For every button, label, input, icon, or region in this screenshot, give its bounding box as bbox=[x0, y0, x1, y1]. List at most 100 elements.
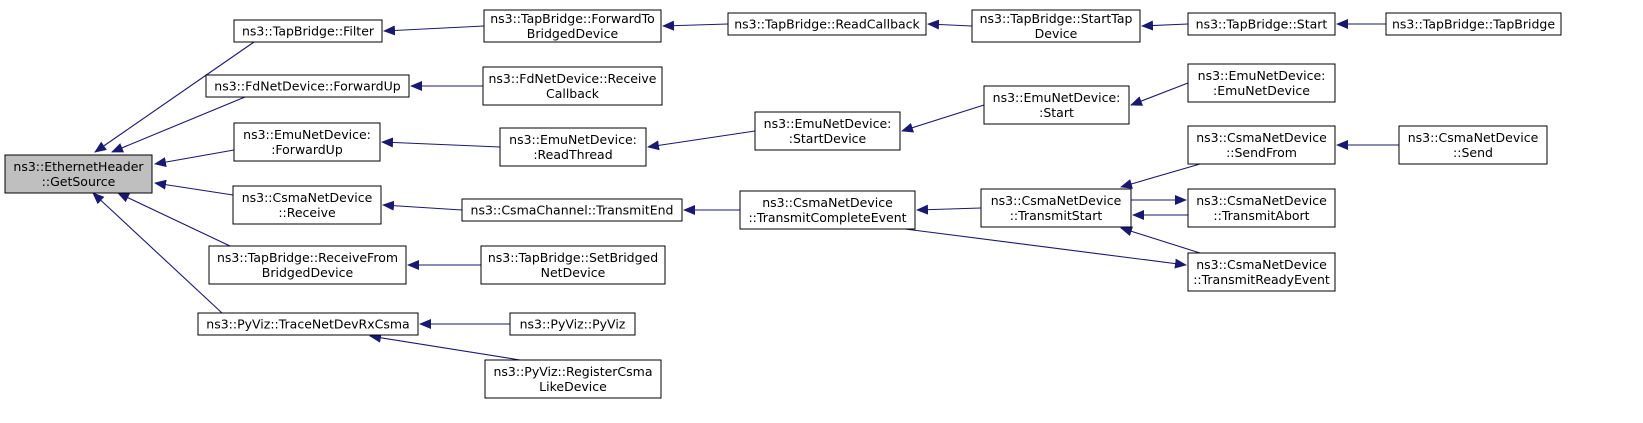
edge-emu-fwdup-to-root bbox=[154, 149, 235, 168]
edge-py-trace-to-root bbox=[92, 192, 223, 314]
node-csma-tce[interactable]: ns3::CsmaNetDevice::TransmitCompleteEven… bbox=[739, 190, 916, 230]
node-emu-startdev[interactable]: ns3::EmuNetDevice::StartDevice bbox=[754, 111, 901, 151]
node-label: ::TransmitStart bbox=[1010, 208, 1103, 223]
node-label: ns3::TapBridge::TapBridge bbox=[1392, 17, 1555, 32]
node-tb-ctor[interactable]: ns3::TapBridge::TapBridge bbox=[1385, 12, 1562, 36]
node-box bbox=[205, 74, 410, 98]
edge-emu-start-to-emu-startdev bbox=[901, 104, 985, 133]
node-label: ::Send bbox=[1453, 145, 1493, 160]
node-label: ns3::PyViz::TraceNetDevRxCsma bbox=[206, 317, 409, 332]
node-py-trace[interactable]: ns3::PyViz::TraceNetDevRxCsma bbox=[197, 312, 419, 336]
edge-emu-startdev-to-emu-read bbox=[647, 130, 756, 151]
node-label: ::TransmitReadyEvent bbox=[1193, 272, 1330, 287]
node-csma-ready[interactable]: ns3::CsmaNetDevice::TransmitReadyEvent bbox=[1187, 252, 1336, 292]
node-box bbox=[233, 19, 383, 43]
node-box bbox=[197, 312, 419, 336]
node-box bbox=[1398, 125, 1548, 165]
edge-csma-recv-to-root bbox=[154, 179, 234, 196]
node-box bbox=[1187, 188, 1336, 228]
node-emu-ctor[interactable]: ns3::EmuNetDevice::EmuNetDevice bbox=[1187, 63, 1336, 103]
edge-tb-start-to-tb-starttap bbox=[1141, 20, 1189, 31]
node-csma-abort[interactable]: ns3::CsmaNetDevice::TransmitAbort bbox=[1187, 188, 1336, 228]
node-box bbox=[980, 188, 1132, 228]
node-label: ns3::TapBridge::ForwardTo bbox=[490, 11, 655, 26]
node-tb-filter[interactable]: ns3::TapBridge::Filter bbox=[233, 19, 383, 43]
node-box bbox=[971, 9, 1141, 43]
node-box bbox=[461, 198, 683, 222]
node-label: ns3::EmuNetDevice: bbox=[509, 132, 637, 147]
node-box bbox=[482, 66, 663, 106]
edge-csma-tce-to-csma-ready bbox=[904, 228, 1187, 269]
node-emu-start[interactable]: ns3::EmuNetDevice::Start bbox=[983, 85, 1130, 125]
node-label: :StartDevice bbox=[789, 131, 867, 146]
node-label: ns3::CsmaNetDevice bbox=[1196, 193, 1327, 208]
function-nodes: ns3::EthernetHeader::GetSourcens3::TapBr… bbox=[4, 9, 1562, 399]
node-box bbox=[208, 245, 407, 285]
node-label: ns3::EmuNetDevice: bbox=[993, 90, 1121, 105]
node-label: ns3::EmuNetDevice: bbox=[1198, 68, 1326, 83]
node-label: ::TransmitAbort bbox=[1213, 208, 1309, 223]
node-box bbox=[739, 190, 916, 230]
node-tb-readcb[interactable]: ns3::TapBridge::ReadCallback bbox=[727, 12, 927, 36]
node-label: ns3::TapBridge::Filter bbox=[242, 24, 375, 39]
node-box bbox=[727, 12, 927, 36]
node-label: Callback bbox=[546, 86, 600, 101]
node-box bbox=[233, 122, 381, 162]
edge-tb-starttap-to-tb-readcb bbox=[927, 19, 973, 30]
node-label: ::Receive bbox=[278, 205, 336, 220]
edge-csma-ready-to-csma-ts bbox=[1120, 226, 1201, 254]
edge-fd-fwdup-to-root bbox=[111, 96, 246, 153]
node-box bbox=[480, 245, 666, 285]
call-edges bbox=[92, 19, 1399, 361]
node-box bbox=[499, 127, 647, 167]
node-box bbox=[1187, 125, 1336, 165]
node-label: ns3::CsmaNetDevice bbox=[762, 195, 893, 210]
node-label: ns3::PyViz::PyViz bbox=[520, 317, 626, 332]
node-csma-recv[interactable]: ns3::CsmaNetDevice::Receive bbox=[232, 185, 382, 225]
node-label: BridgedDevice bbox=[527, 26, 619, 41]
node-csma-ts[interactable]: ns3::CsmaNetDevice::TransmitStart bbox=[980, 188, 1132, 228]
node-label: :EmuNetDevice bbox=[1213, 83, 1310, 98]
node-csma-chan[interactable]: ns3::CsmaChannel::TransmitEnd bbox=[461, 198, 683, 222]
node-box bbox=[4, 154, 153, 194]
node-label: ns3::CsmaNetDevice bbox=[1196, 257, 1327, 272]
node-box bbox=[509, 312, 636, 336]
edge-tb-fwd-to-tb-filter bbox=[383, 25, 485, 36]
edge-py-reg-to-py-trace bbox=[369, 332, 521, 361]
node-box bbox=[1187, 63, 1336, 103]
node-emu-read[interactable]: ns3::EmuNetDevice::ReadThread bbox=[499, 127, 647, 167]
node-label: ns3::CsmaNetDevice bbox=[1196, 130, 1327, 145]
node-label: ns3::FdNetDevice::ForwardUp bbox=[214, 79, 400, 94]
node-label: ::GetSource bbox=[42, 174, 116, 189]
edge-emu-ctor-to-emu-start bbox=[1130, 82, 1189, 106]
node-fd-fwdup[interactable]: ns3::FdNetDevice::ForwardUp bbox=[205, 74, 410, 98]
node-label: NetDevice bbox=[541, 265, 606, 280]
edge-emu-read-to-emu-fwdup bbox=[381, 137, 501, 148]
node-label: BridgedDevice bbox=[262, 265, 354, 280]
edge-tb-filter-to-root bbox=[94, 41, 255, 153]
edge-tb-readcb-to-tb-fwd bbox=[662, 20, 729, 31]
node-box bbox=[484, 359, 662, 399]
edge-csma-chan-to-csma-recv bbox=[382, 200, 463, 211]
node-tb-start[interactable]: ns3::TapBridge::Start bbox=[1187, 12, 1336, 36]
node-label: ns3::CsmaNetDevice bbox=[1408, 130, 1539, 145]
node-box bbox=[983, 85, 1130, 125]
node-label: ns3::CsmaChannel::TransmitEnd bbox=[471, 203, 674, 218]
node-csma-sendfrom[interactable]: ns3::CsmaNetDevice::SendFrom bbox=[1187, 125, 1336, 165]
node-csma-send[interactable]: ns3::CsmaNetDevice::Send bbox=[1398, 125, 1548, 165]
node-label: ns3::CsmaNetDevice bbox=[991, 193, 1122, 208]
node-label: ::SendFrom bbox=[1226, 145, 1297, 160]
edge-tb-recvfrom-to-root bbox=[117, 192, 231, 247]
node-label: ns3::EmuNetDevice: bbox=[764, 116, 892, 131]
node-emu-fwdup[interactable]: ns3::EmuNetDevice::ForwardUp bbox=[233, 122, 381, 162]
node-root[interactable]: ns3::EthernetHeader::GetSource bbox=[4, 154, 153, 194]
node-label: ns3::CsmaNetDevice bbox=[242, 190, 373, 205]
node-py-ctor[interactable]: ns3::PyViz::PyViz bbox=[509, 312, 636, 336]
node-label: ns3::TapBridge::SetBridged bbox=[488, 250, 658, 265]
